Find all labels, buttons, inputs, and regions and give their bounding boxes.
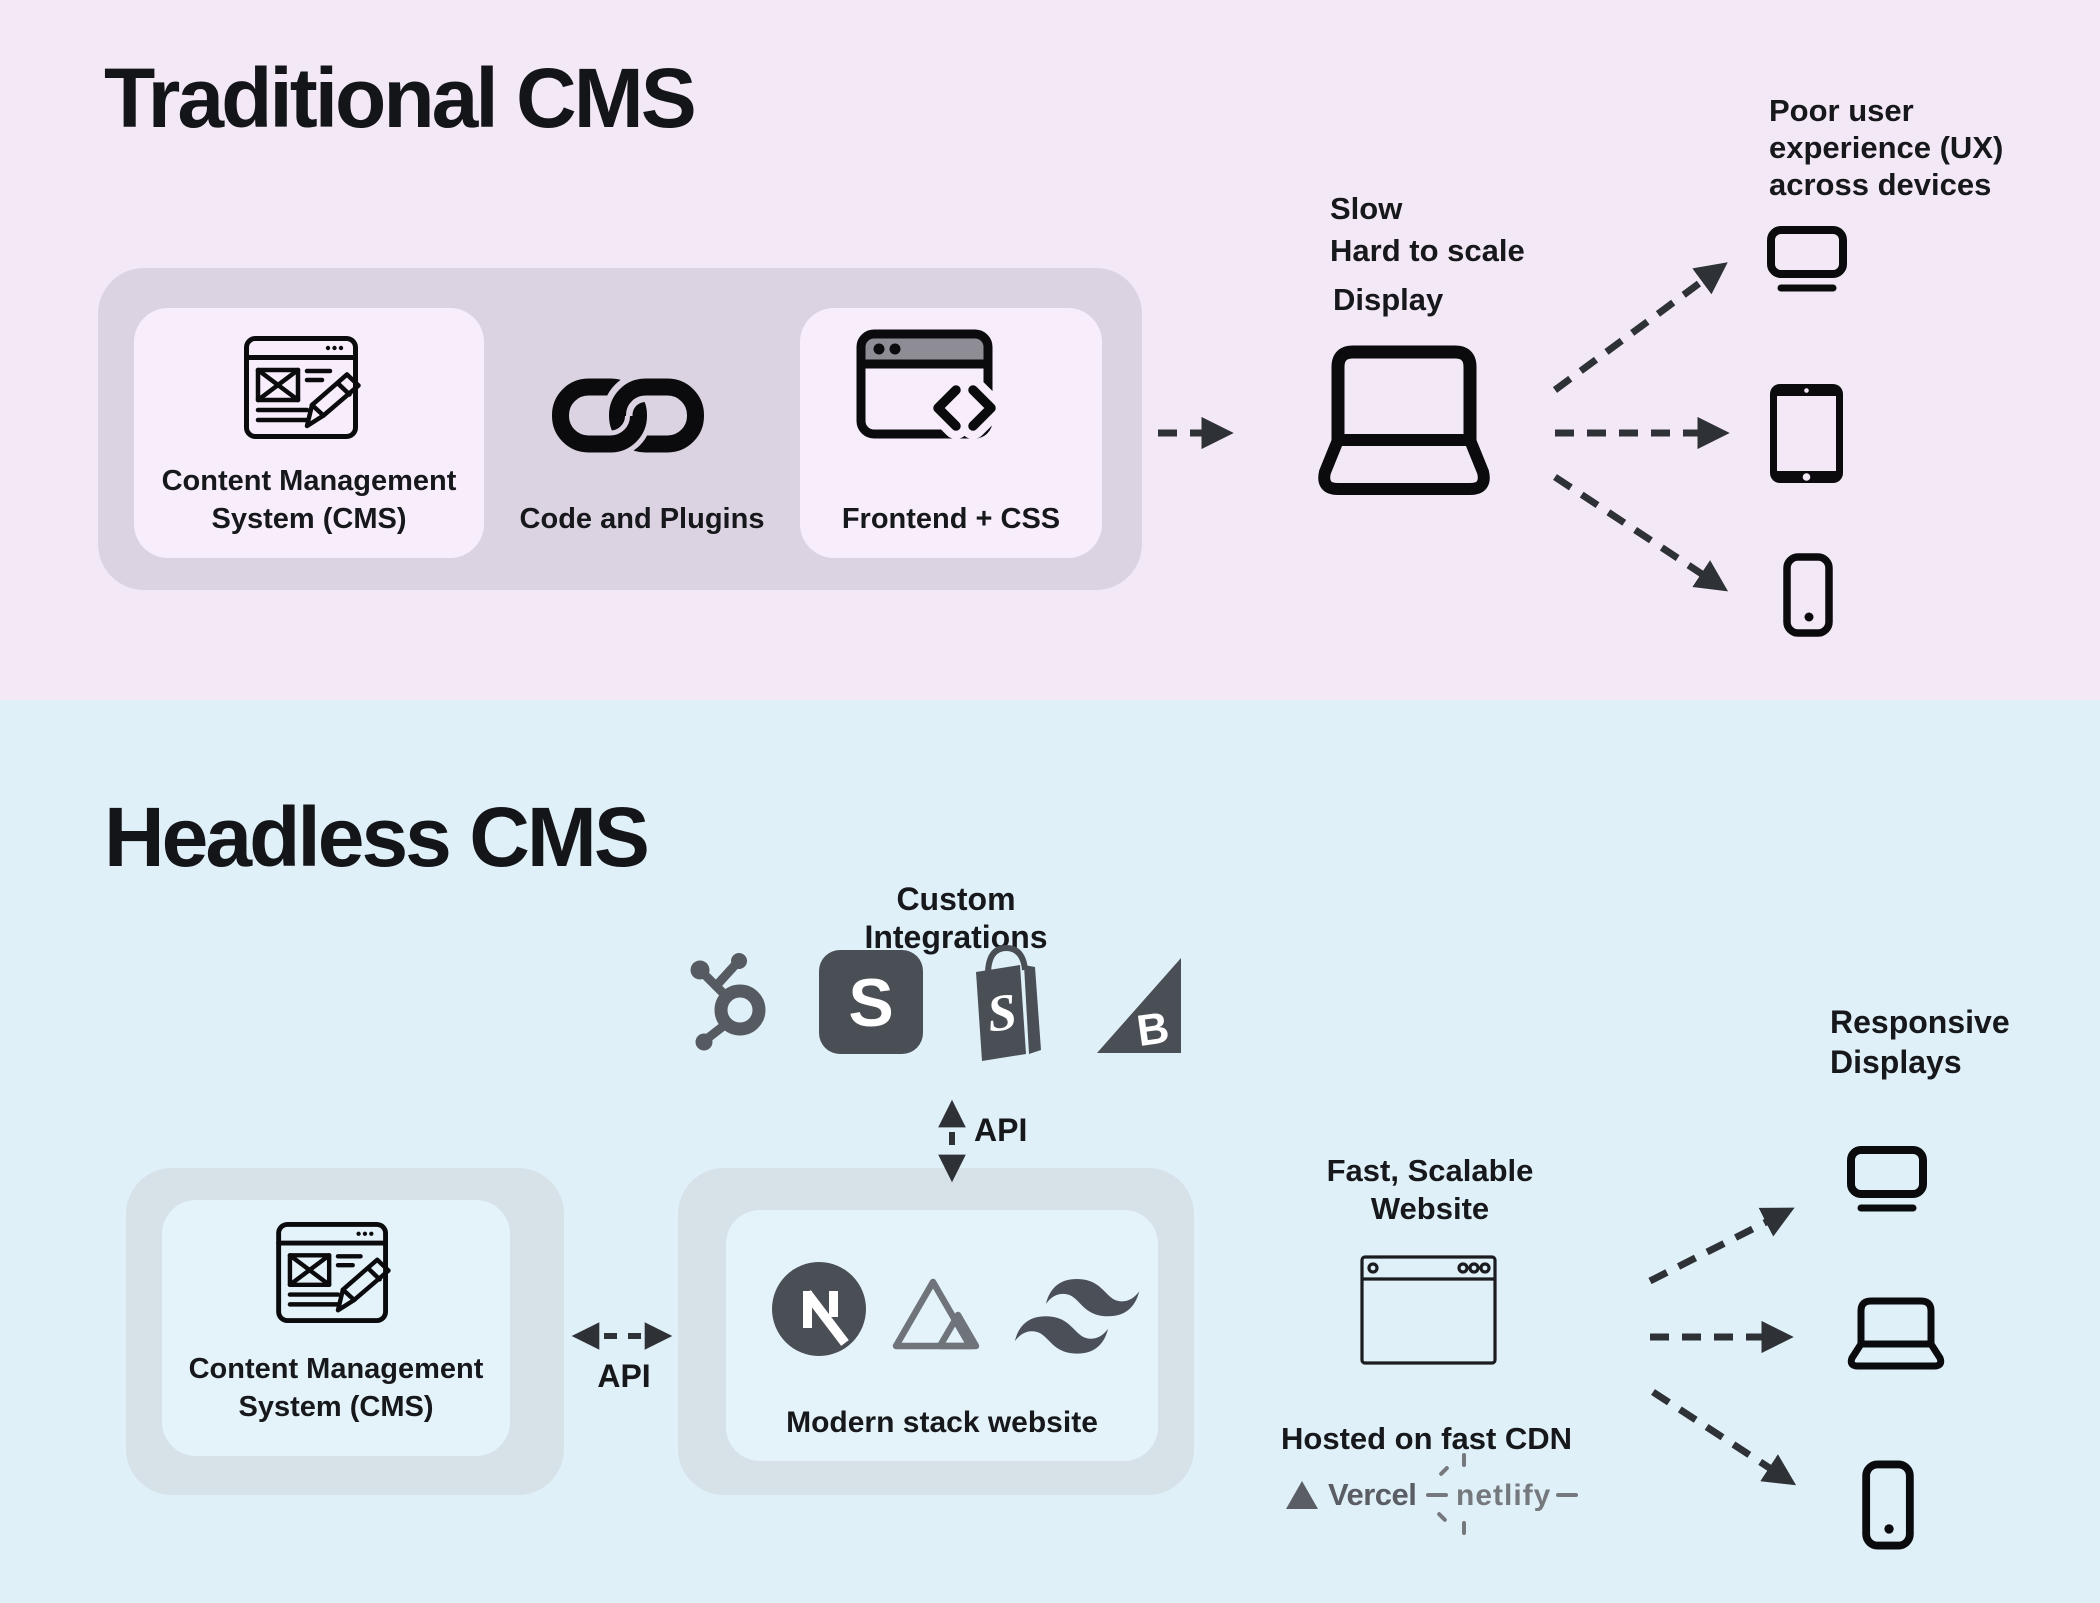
api-label-vertical: API [974, 1112, 1028, 1148]
cms-card [134, 308, 484, 558]
nextjs-icon [772, 1262, 866, 1356]
sanity-icon: S [819, 950, 923, 1054]
netlify-logo: netlify [1426, 1453, 1588, 1535]
website-label: Fast, Scalable Website [1326, 1153, 1534, 1226]
headless-cms-label: Content Management System (CMS) [188, 1353, 484, 1423]
laptop-icon [1318, 345, 1490, 495]
integrations-label: Custom Integrations [864, 881, 1048, 955]
netlify-ray-top [1462, 1453, 1466, 1467]
tablet-icon [1770, 384, 1843, 483]
phone-icon [1783, 553, 1833, 637]
svg-text:S: S [848, 965, 893, 1041]
vercel-triangle-icon [1286, 1481, 1318, 1509]
bigcommerce-icon: B [1097, 958, 1181, 1056]
laptop-icon [1847, 1297, 1945, 1370]
ux-note: Poor user experience (UX) across devices [1769, 93, 2004, 202]
frontend-label: Frontend + CSS [841, 503, 1061, 535]
shopify-icon: S [976, 944, 1041, 1061]
issues-note: Slow Hard to scale [1330, 188, 1525, 272]
netlify-dash-left [1426, 1493, 1448, 1497]
traditional-cms-section: Traditional CMS Content [0, 0, 2100, 700]
api-label-horizontal: API [597, 1358, 651, 1394]
modern-stack-label: Modern stack website [786, 1406, 1098, 1439]
vercel-logo: Vercel [1286, 1477, 1417, 1513]
displays-label: Responsive Displays [1830, 1004, 2010, 1080]
display-label: Display [1333, 282, 1444, 317]
svg-text:B: B [1134, 1003, 1172, 1056]
browser-code-icon [856, 329, 1003, 439]
headless-title: Headless CMS [104, 790, 650, 884]
traditional-title: Traditional CMS [104, 51, 697, 145]
chain-link-icon [552, 378, 704, 453]
vercel-wordmark: Vercel [1328, 1477, 1417, 1512]
cms-browser-edit-icon [244, 336, 361, 439]
issue-scale: Hard to scale [1330, 233, 1525, 268]
cms-browser-edit-icon [276, 1222, 391, 1324]
svg-text:S: S [984, 983, 1020, 1043]
netlify-dash-right [1556, 1493, 1578, 1497]
phone-icon [1862, 1460, 1914, 1550]
netlify-wordmark: netlify [1456, 1479, 1552, 1512]
monitor-icon [1847, 1146, 1927, 1212]
nuxt-icon [892, 1278, 980, 1350]
issue-slow: Slow [1330, 191, 1403, 226]
hubspot-icon [690, 953, 766, 1051]
plugins-label: Code and Plugins [519, 503, 765, 535]
monitor-icon [1767, 226, 1847, 292]
cms-card-label: Content Management System (CMS) [161, 465, 457, 535]
netlify-ray-bottom [1462, 1521, 1466, 1535]
cdn-label: Hosted on fast CDN [1281, 1421, 1573, 1456]
browser-window-icon [1360, 1255, 1497, 1365]
tailwind-icon [1014, 1279, 1140, 1354]
